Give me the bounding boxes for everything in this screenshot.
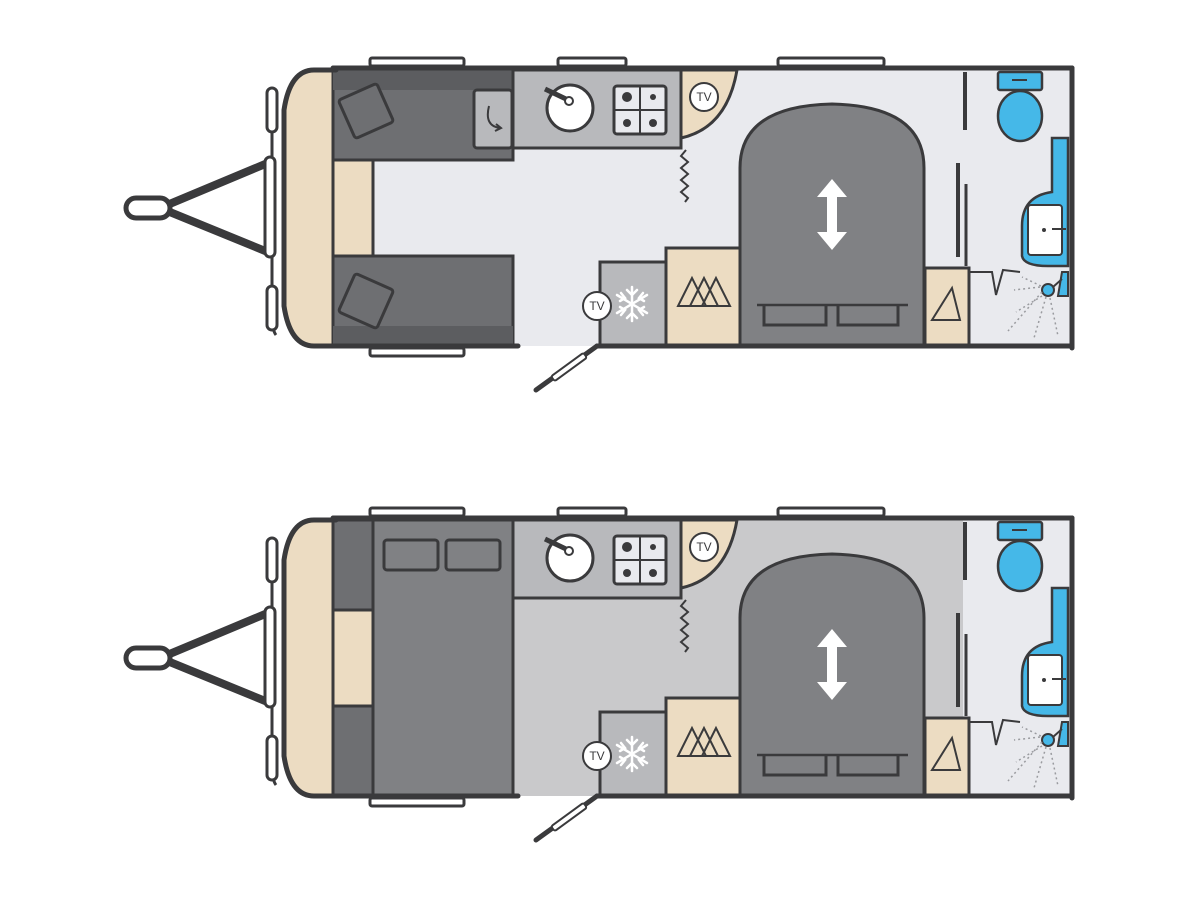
outer-walls: [281, 515, 1075, 801]
entrance-door: [533, 793, 600, 843]
island-bed: [738, 552, 926, 798]
curtain-divider: [679, 149, 690, 203]
tow-hitch-icon: [123, 158, 272, 257]
hanger-icon: [676, 725, 732, 757]
tow-hitch-icon: [123, 608, 272, 707]
shower-icon: [1007, 271, 1069, 339]
toilet-icon: [996, 70, 1044, 143]
kitchen-worktop: [511, 68, 683, 150]
sink-icon: [543, 83, 595, 133]
tv-icon: TV: [582, 741, 612, 771]
island-bed: [738, 102, 926, 348]
fridge-unit: TV: [582, 260, 668, 348]
front-lounge-seating: [331, 68, 515, 348]
front-window: [263, 86, 279, 336]
wardrobe: [664, 246, 742, 348]
tv-label: TV: [589, 749, 604, 763]
washbasin-icon: [1020, 586, 1070, 718]
hob-icon: [612, 534, 668, 586]
front-cushion-centre: [331, 158, 375, 258]
shower-icon: [1007, 721, 1069, 789]
up-down-arrow-icon: [817, 629, 847, 700]
fridge-unit: TV: [582, 710, 668, 798]
hob-icon: [612, 84, 668, 136]
shower-door: [970, 268, 1021, 296]
toilet-icon: [996, 520, 1044, 593]
washbasin-icon: [1020, 136, 1070, 268]
side-windows: [368, 506, 886, 808]
front-window: [263, 536, 279, 786]
tv-icon: TV: [582, 291, 612, 321]
shower-door: [970, 718, 1021, 746]
tv-label: TV: [696, 90, 711, 104]
front-chest: [282, 518, 338, 798]
front-bed: [331, 518, 515, 798]
front-chest: [282, 68, 338, 348]
cushion-icon: [337, 82, 395, 140]
corner-unit: [472, 88, 514, 150]
bedside-wardrobe: [923, 716, 971, 798]
outer-walls: [281, 65, 1075, 351]
hanger-icon: [676, 275, 732, 307]
layout-day: TV TV: [123, 56, 1075, 393]
hanger-icon: [930, 285, 962, 321]
tv-label: TV: [589, 299, 604, 313]
up-down-arrow-icon: [817, 179, 847, 250]
layout-night: TV TV: [123, 506, 1075, 843]
sink-icon: [543, 533, 595, 583]
bedside-wardrobe: [923, 266, 971, 348]
fridge-snowflake-icon: [615, 285, 649, 323]
tv-icon: TV: [689, 82, 719, 112]
wardrobe: [664, 696, 742, 798]
hanger-icon: [930, 735, 962, 771]
tv-label: TV: [696, 540, 711, 554]
kitchen-worktop: [511, 518, 683, 600]
tv-icon: TV: [689, 532, 719, 562]
fridge-snowflake-icon: [615, 735, 649, 773]
side-windows: [368, 56, 886, 358]
entrance-door: [533, 343, 600, 393]
cushion-icon: [337, 272, 395, 330]
curtain-divider: [679, 599, 690, 653]
